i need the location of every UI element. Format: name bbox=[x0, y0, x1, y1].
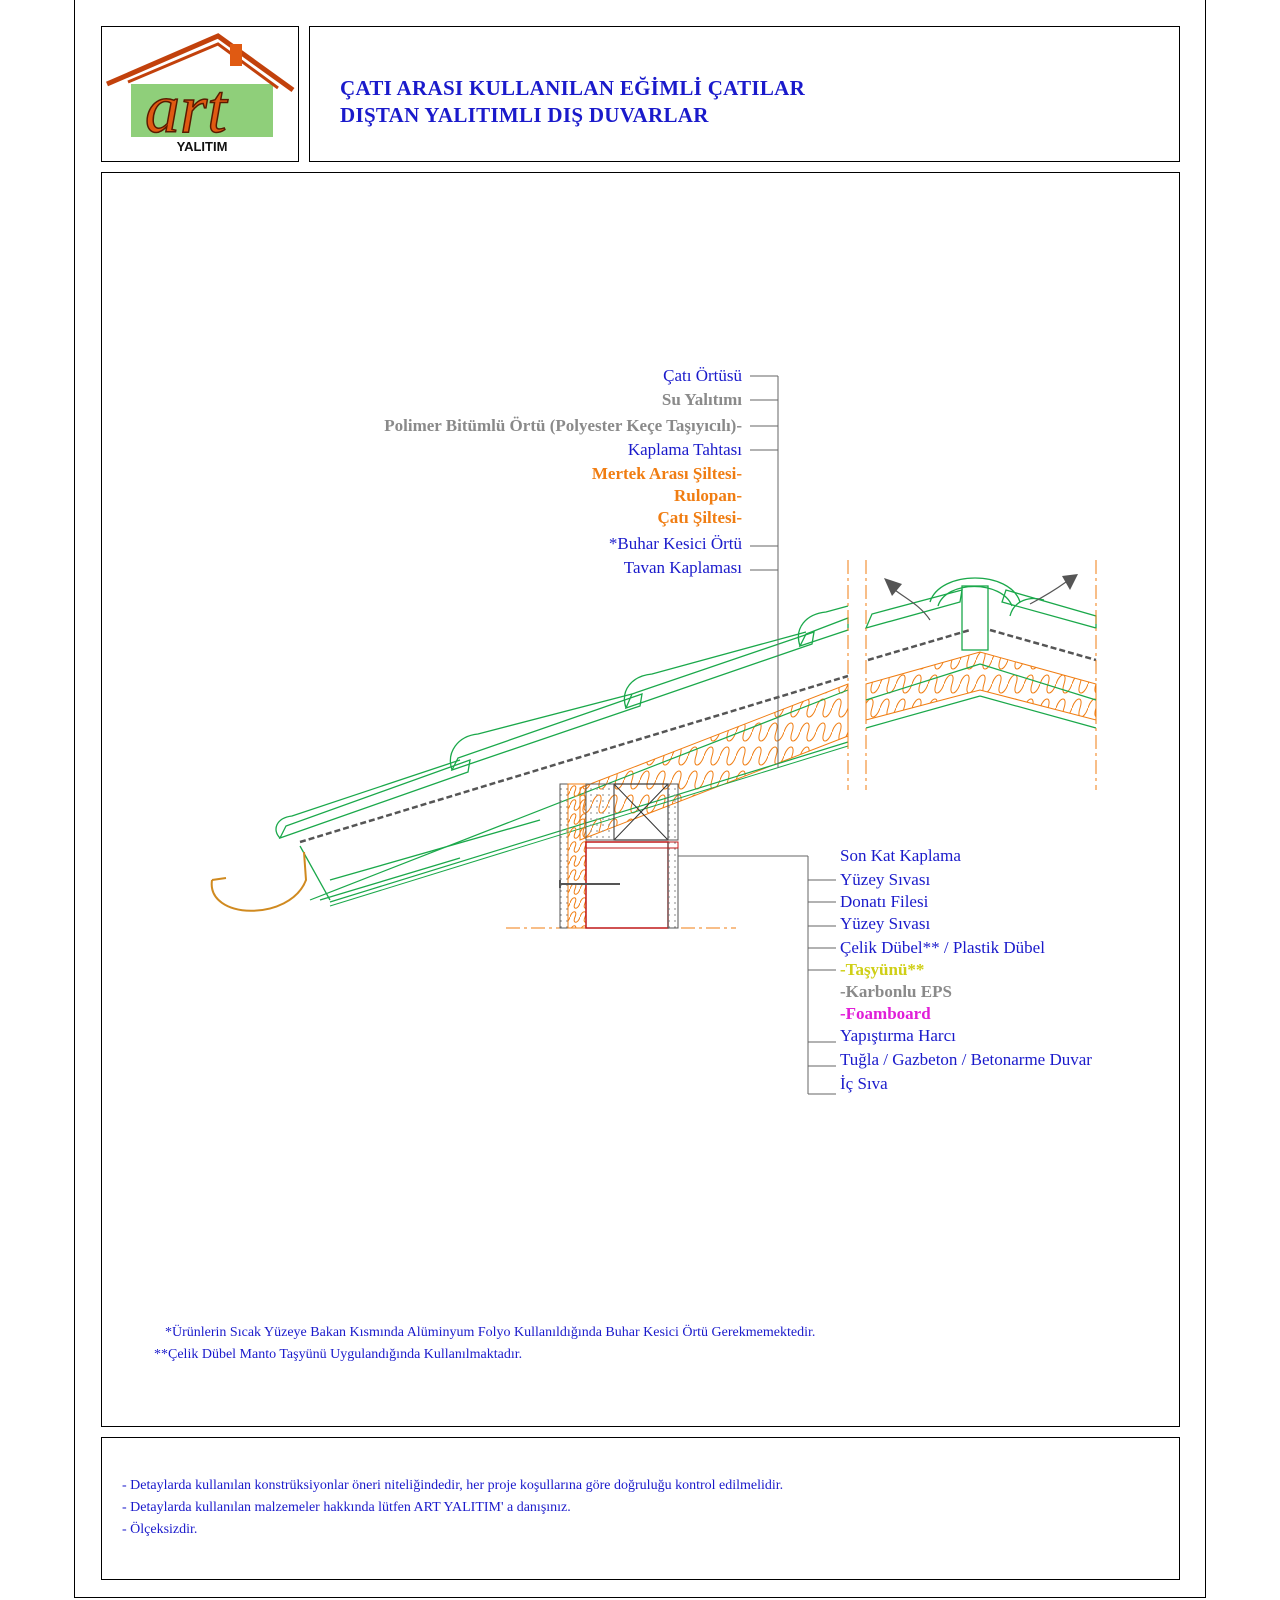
roof-layer-label: Su Yalıtımı bbox=[661, 390, 742, 409]
wall-layer-label: Yüzey Sıvası bbox=[840, 914, 931, 933]
general-note-3: - Ölçeksizdir. bbox=[122, 1522, 198, 1537]
logo-frame bbox=[101, 26, 299, 162]
footnote-2: **Çelik Dübel Manto Taşyünü Uygulandığın… bbox=[154, 1347, 523, 1362]
roof-layer-label: Polimer Bitümlü Örtü (Polyester Keçe Taş… bbox=[384, 416, 742, 435]
general-note-2: - Detaylarda kullanılan malzemeler hakkı… bbox=[122, 1500, 571, 1515]
wall-layer-label: Yapıştırma Harcı bbox=[840, 1026, 956, 1045]
roof-insulation-right bbox=[865, 651, 1097, 721]
roof-layer-label: Tavan Kaplaması bbox=[623, 558, 742, 577]
notes-frame bbox=[101, 1437, 1180, 1580]
break-lines bbox=[506, 560, 1097, 929]
wall-layer-label: Donatı Filesi bbox=[840, 892, 929, 911]
gutter bbox=[210, 851, 308, 912]
roof-layer-label: Kaplama Tahtası bbox=[627, 440, 742, 459]
drawing-sheet bbox=[74, 0, 1206, 1598]
roof-layer-label: Çatı Örtüsü bbox=[663, 366, 742, 385]
roof-leader-lines bbox=[750, 375, 779, 768]
wall-layer-label: Çelik Dübel** / Plastik Dübel bbox=[840, 938, 1045, 957]
roof-layer-label: Mertek Arası Şiltesi- bbox=[591, 464, 742, 483]
title-line-2: DIŞTAN YALITIMLI DIŞ DUVARLAR bbox=[340, 103, 709, 127]
drawing-frame bbox=[101, 172, 1180, 1427]
wall-layer-label: Son Kat Kaplama bbox=[840, 846, 961, 865]
roof-layer-label: Çatı Şiltesi- bbox=[657, 508, 742, 527]
roof-layer-label: *Buhar Kesici Örtü bbox=[608, 534, 742, 553]
wall-layer-label: Tuğla / Gazbeton / Betonarme Duvar bbox=[840, 1050, 1092, 1069]
roof-layer-label: Rulopan- bbox=[673, 486, 742, 505]
wall-plaster-inner bbox=[667, 841, 679, 929]
wall-insulation bbox=[567, 783, 587, 929]
wall-layer-label: -Karbonlu EPS bbox=[840, 982, 952, 1001]
wall-layer-label: -Taşyünü** bbox=[840, 960, 925, 979]
wall-layer-label: -Foamboard bbox=[840, 1004, 931, 1023]
wall-layer-label: Yüzey Sıvası bbox=[840, 870, 931, 889]
wall-layer-label: İç Sıva bbox=[840, 1074, 888, 1093]
title-line-1: ÇATI ARASI KULLANILAN EĞİMLİ ÇATILAR bbox=[340, 76, 806, 100]
title-frame bbox=[309, 26, 1180, 162]
general-note-1: - Detaylarda kullanılan konstrüksiyonlar… bbox=[122, 1478, 784, 1493]
roof-tiles-right bbox=[864, 577, 1097, 651]
footnote-1: *Ürünlerin Sıcak Yüzeye Bakan Kısmında A… bbox=[165, 1325, 816, 1340]
wall-leader-lines bbox=[678, 855, 836, 1095]
wall-plaster-outer bbox=[559, 783, 569, 929]
